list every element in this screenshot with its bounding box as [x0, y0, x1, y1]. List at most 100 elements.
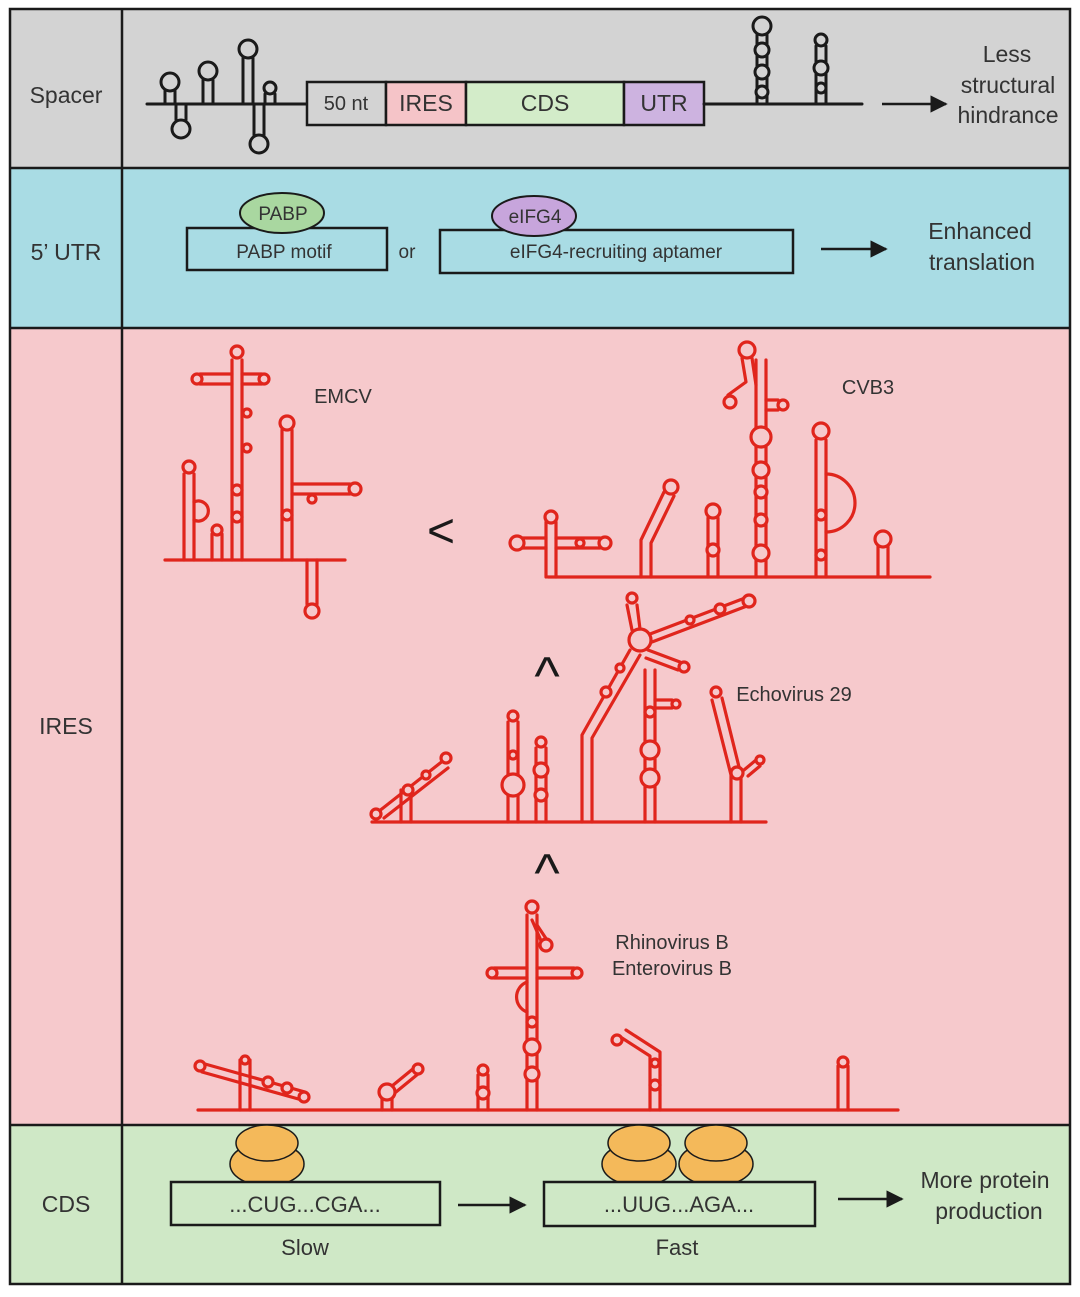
spacer-loop-2	[197, 60, 219, 82]
spacer-loop-right-2c	[814, 81, 828, 95]
echovirus-structure	[369, 591, 768, 824]
echovirus-junction-arm-up	[625, 603, 642, 632]
cvb3-bulge-loop	[811, 421, 831, 441]
fast-sequence: ...UUG...AGA...	[604, 1192, 754, 1217]
echovirus-junction-loop-down	[677, 660, 691, 674]
spacer-50nt-label: 50 nt	[324, 93, 369, 115]
cvb3-bulge-node-2	[814, 548, 828, 562]
cvb3-tall-side-loop-1	[722, 394, 738, 410]
eifg4-protein	[491, 195, 577, 237]
ires-row-bg	[10, 328, 1070, 1125]
rhinovirus-tall-crossarm-loop-right	[570, 966, 584, 980]
cvb3-tall-side-loop-2	[776, 398, 790, 412]
emcv-left-hairpin	[182, 472, 196, 562]
echovirus-junction-arm-down	[644, 648, 682, 672]
rhinovirus-hairpin-2-loop	[476, 1063, 490, 1077]
emcv-side-loop-4	[230, 510, 244, 524]
emcv-down-hairpin	[305, 558, 319, 606]
rhinovirus-tall-top-node	[538, 937, 554, 953]
enterovirus-label: Enterovirus B	[612, 958, 732, 980]
emcv-crossarm	[198, 372, 264, 386]
slow-sequence: ...CUG...CGA...	[229, 1192, 381, 1217]
cvb3-clover-node	[574, 537, 586, 549]
echovirus-diagonal-loop-2	[439, 751, 453, 765]
or-label: or	[399, 242, 417, 263]
spacer-loop-1b	[170, 118, 192, 140]
echovirus-slanted-node	[729, 765, 745, 781]
cvb3-end-hairpin	[876, 543, 890, 579]
spacer-loop-right-1a	[751, 15, 773, 37]
row-label-spacer: Spacer	[30, 82, 103, 108]
cvb3-clover-loop-top	[543, 509, 559, 525]
emcv-label: EMCV	[314, 386, 372, 408]
rhinovirus-left-loop-2	[297, 1090, 311, 1104]
spacer-hairpin-1b	[174, 102, 188, 122]
emcv-right-hairpin-loop	[278, 414, 296, 432]
ribosome-fast-2-small	[684, 1124, 748, 1162]
echovirus-junction	[627, 627, 653, 653]
echovirus-hairpin-2-loop	[534, 735, 548, 749]
spacer-loop-right-1d	[754, 84, 770, 100]
spacer-loop-right-2a	[813, 32, 829, 48]
emcv-right-branch	[290, 482, 352, 496]
rhinovirus-tall-node-2	[522, 1037, 542, 1057]
emcv-structure	[163, 344, 363, 620]
rhinovirus-hairpin-1-loop	[411, 1062, 425, 1076]
cds-result-line-1: More protein	[920, 1167, 1049, 1193]
cvb3-slanted-hairpin	[639, 490, 676, 579]
cvb3-structure	[508, 340, 932, 579]
spacer-loop-right-2b	[812, 59, 830, 77]
cds-box	[464, 80, 626, 127]
row-label-utr: 5’ UTR	[31, 239, 102, 265]
echovirus-slanted-branch-loop	[754, 754, 766, 766]
rhinovirus-left-loop-1	[193, 1059, 207, 1073]
pabp-protein-label: PABP	[258, 204, 307, 225]
utr-result-line-1: Enhanced	[928, 218, 1032, 244]
eifg4-aptamer-label: eIFG4-recruiting aptamer	[510, 242, 723, 263]
ires-box-label: IRES	[399, 90, 453, 116]
rhinovirus-end-hairpin	[836, 1064, 850, 1112]
emcv-right-branch-node	[306, 493, 318, 505]
cds-result-line-2: production	[935, 1198, 1042, 1224]
spacer-hairpin-1	[163, 88, 177, 106]
pabp-motif-label: PABP motif	[236, 242, 332, 263]
emcv-main-loop	[229, 344, 245, 360]
cvb3-bulge	[824, 472, 857, 534]
pabp-protein	[239, 192, 325, 234]
emcv-right-branch-loop	[347, 481, 363, 497]
cvb3-tall-node-4	[753, 512, 769, 528]
echovirus-diagonal-node-2	[401, 783, 415, 797]
emcv-crossarm-loop-right	[257, 372, 271, 386]
echovirus-hairpin-1	[506, 720, 520, 824]
rhinovirus-tall-bulge	[514, 980, 529, 1014]
emcv-down-hairpin-loop	[303, 602, 321, 620]
echovirus-hairpin-2-node-1	[532, 761, 550, 779]
rhinovirus-bent-node-1	[649, 1057, 661, 1069]
rhinovirus-left-node-1	[261, 1075, 275, 1089]
cvb3-tall-side-arm	[764, 398, 780, 412]
emcv-main-stem	[230, 358, 244, 562]
slow-sequence-box	[169, 1180, 442, 1227]
echovirus-hairpin-3-node-3	[639, 767, 661, 789]
emcv-side-loop-1	[241, 407, 253, 419]
eifg4-protein-label: eIFG4	[509, 207, 562, 228]
fast-sequence-box	[542, 1180, 817, 1228]
echovirus-junction-loop-right	[741, 593, 757, 609]
spacer-result-line-2: structural	[961, 72, 1056, 98]
echovirus-diagonal-loop-1	[369, 807, 383, 821]
figure-frame	[8, 7, 1072, 1286]
pabp-motif-box	[185, 226, 389, 272]
rhinovirus-left-node-2	[280, 1081, 294, 1095]
fast-label: Fast	[656, 1235, 699, 1260]
rhinovirus-bent-node-2	[648, 1078, 662, 1092]
emcv-mid-hairpin	[210, 532, 224, 562]
echovirus-junction-loop-up	[625, 591, 639, 605]
cvb3-tall-top	[726, 356, 758, 397]
spacer-50nt-box	[305, 80, 388, 127]
spacer-loop-1	[159, 71, 181, 93]
rhinovirus-left-node-3	[239, 1054, 251, 1066]
cvb3-clover-loop-right	[597, 535, 613, 551]
cvb3-tall-node-2	[751, 460, 771, 480]
echovirus-junction-node-r1	[684, 614, 696, 626]
